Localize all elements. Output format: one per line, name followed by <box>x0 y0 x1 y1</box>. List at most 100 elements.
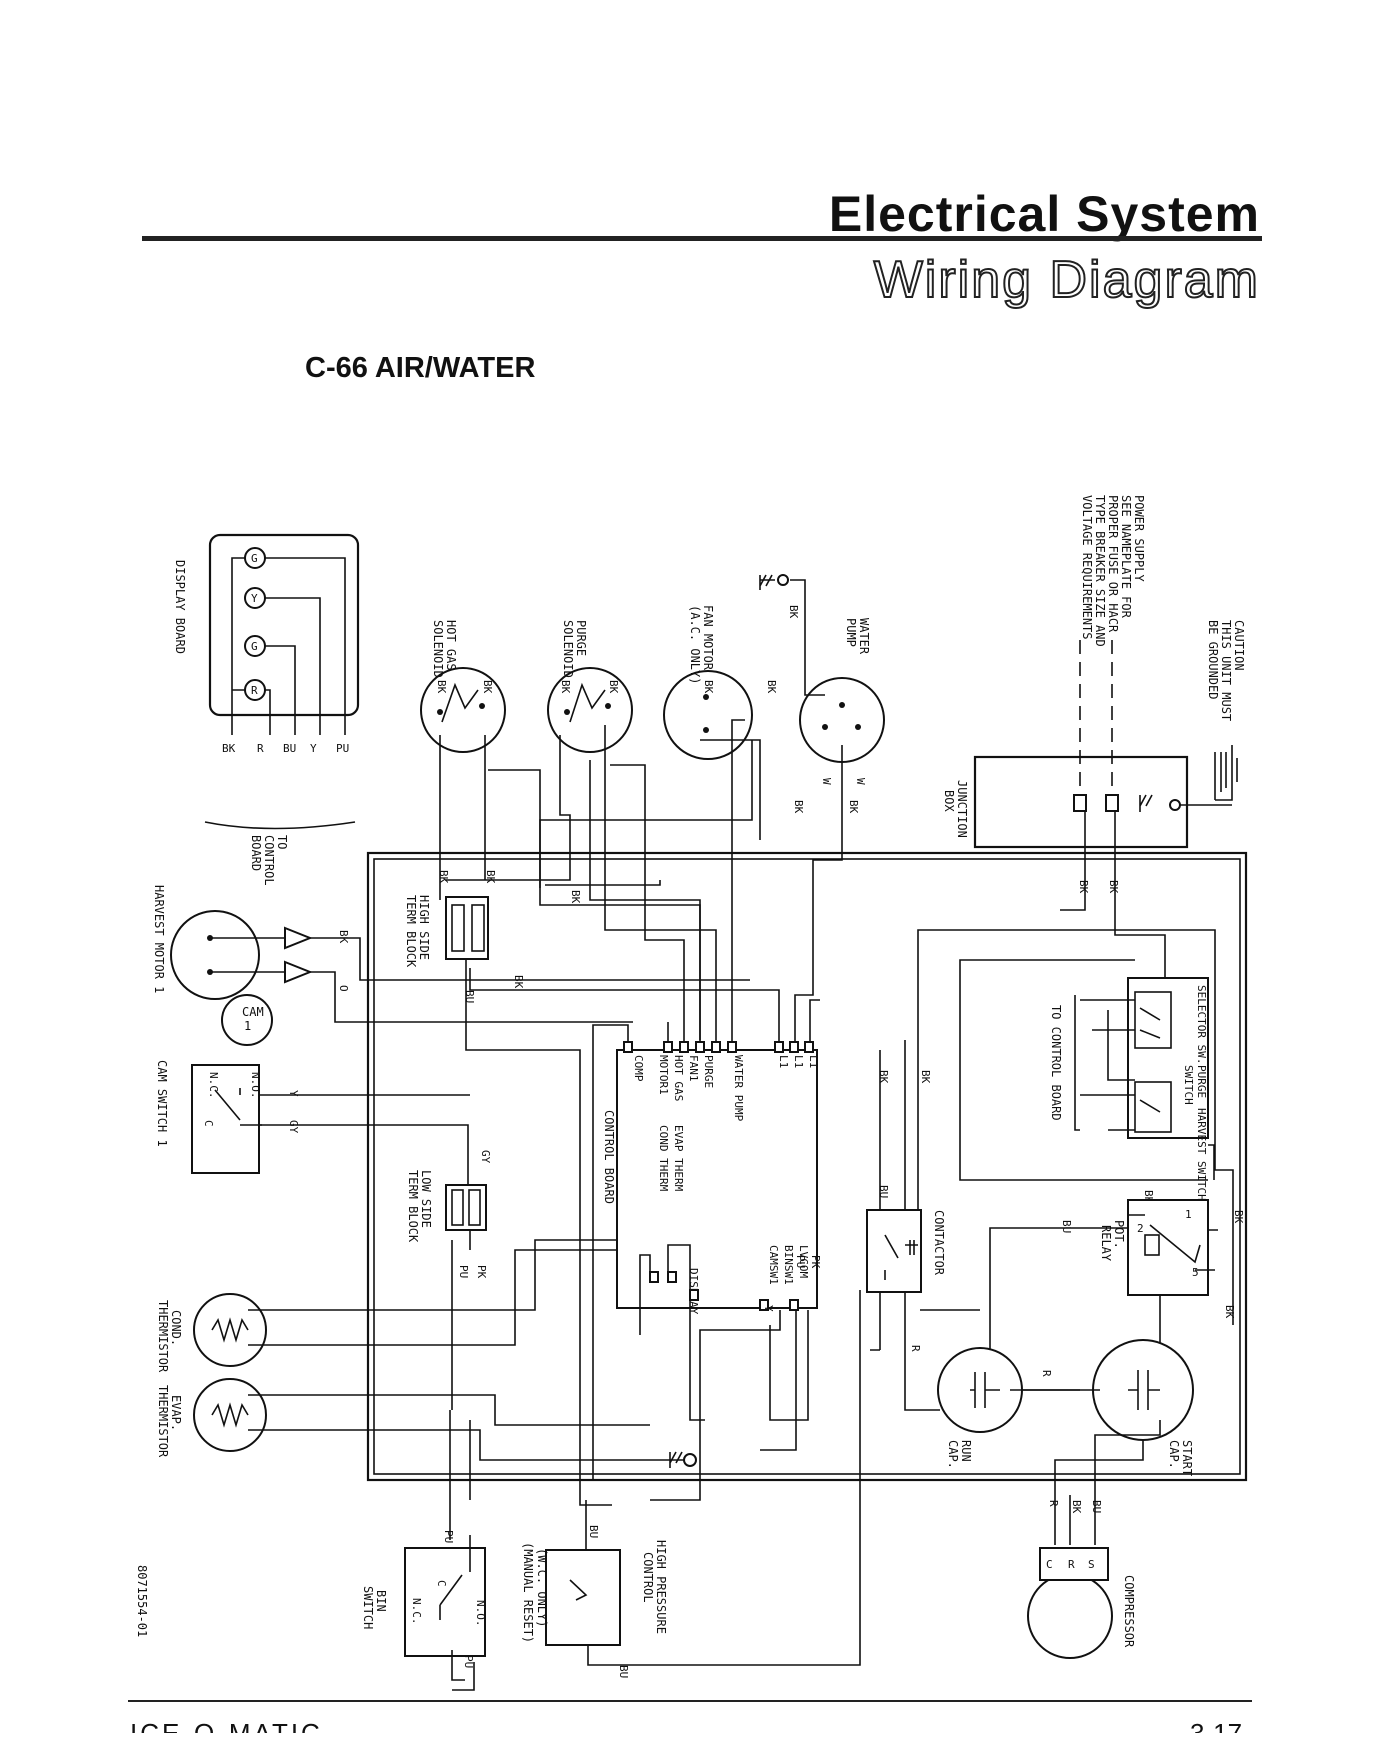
svg-text:COMP: COMP <box>632 1055 645 1082</box>
bin-switch-label: BIN <box>374 1590 388 1612</box>
svg-text:W: W <box>854 778 867 785</box>
board-terminals: COMP MOTOR1 HOT GAS FAN1 PURGE WATER PUM… <box>623 1041 820 1315</box>
svg-text:BK: BK <box>512 975 525 989</box>
cam-switch-nc: N.C. <box>207 1072 220 1099</box>
to-control-board-1: TO <box>275 835 289 849</box>
svg-text:PU: PU <box>457 1265 470 1278</box>
svg-text:BU: BU <box>1060 1220 1073 1233</box>
svg-text:PU: PU <box>442 1530 455 1543</box>
selector-switch-label: SELECTOR SW. <box>1195 985 1208 1064</box>
pot-relay <box>1127 1199 1209 1296</box>
svg-text:BK: BK <box>1232 1210 1245 1224</box>
footer-rule <box>128 1700 1252 1702</box>
svg-text:BU: BU <box>877 1185 890 1198</box>
svg-text:HOT GAS: HOT GAS <box>672 1055 685 1101</box>
svg-text:THERMISTOR: THERMISTOR <box>156 1385 170 1458</box>
supply-leads <box>1079 640 1113 800</box>
compressor <box>1027 1573 1113 1659</box>
svg-text:BOX: BOX <box>942 790 956 812</box>
bin-switch-nc: N.C. <box>410 1598 423 1625</box>
display-board <box>208 533 360 717</box>
harvest-motor-connectors <box>284 926 313 984</box>
svg-text:1: 1 <box>244 1019 251 1033</box>
svg-text:BK: BK <box>847 800 860 814</box>
svg-text:BK: BK <box>1223 1305 1236 1319</box>
svg-text:MOTOR1: MOTOR1 <box>657 1055 670 1095</box>
svg-text:BE GROUNDED: BE GROUNDED <box>1206 620 1220 699</box>
svg-text:PU: PU <box>336 742 349 755</box>
misc-wiring <box>451 1230 1080 1666</box>
harvest-motor-label: HARVEST MOTOR 1 <box>152 885 166 993</box>
low-side-label: LOW SIDE <box>419 1170 433 1228</box>
svg-text:(W.C. ONLY): (W.C. ONLY) <box>535 1548 549 1627</box>
svg-text:BU: BU <box>617 1665 630 1678</box>
svg-text:G: G <box>251 640 258 653</box>
svg-text:THERMISTOR: THERMISTOR <box>156 1300 170 1373</box>
svg-text:CAP.: CAP. <box>946 1440 960 1469</box>
svg-text:TERM BLOCK: TERM BLOCK <box>406 1170 420 1243</box>
svg-text:R: R <box>251 684 258 697</box>
run-capacitor <box>937 1347 1023 1433</box>
svg-text:BINSW1: BINSW1 <box>782 1245 795 1285</box>
svg-text:S: S <box>1088 1558 1095 1571</box>
cam <box>221 994 273 1046</box>
purge-solenoid <box>547 667 633 753</box>
selector-switch-block <box>1127 977 1209 1139</box>
svg-text:O: O <box>337 985 350 992</box>
svg-text:LVCOM: LVCOM <box>797 1245 810 1278</box>
svg-text:CAMSW1: CAMSW1 <box>767 1245 780 1285</box>
svg-text:CONTROL: CONTROL <box>262 835 276 886</box>
board-wiring <box>439 719 843 1506</box>
svg-text:SOLENOID: SOLENOID <box>561 620 575 678</box>
svg-text:SWITCH: SWITCH <box>1182 1065 1195 1105</box>
svg-text:BK: BK <box>1107 880 1120 894</box>
ground-icon-board <box>669 1451 697 1468</box>
bin-switch <box>404 1547 486 1657</box>
svg-text:RELAY: RELAY <box>1099 1225 1113 1262</box>
svg-text:TYPE BREAKER SIZE AND: TYPE BREAKER SIZE AND <box>1093 495 1107 647</box>
cond-thermistor-label: COND. <box>169 1310 183 1346</box>
svg-text:R: R <box>1047 1500 1060 1507</box>
water-pump-label: WATER <box>857 618 871 655</box>
svg-text:Y: Y <box>287 1090 300 1097</box>
start-cap-label: START <box>1180 1440 1194 1476</box>
svg-text:Y: Y <box>762 1305 775 1312</box>
svg-text:CAP.: CAP. <box>1167 1440 1181 1469</box>
caution-title: CAUTION <box>1232 620 1246 671</box>
display-leds: G Y G R <box>231 547 346 735</box>
ground-icon-top <box>759 574 789 590</box>
svg-text:BK: BK <box>792 800 805 814</box>
svg-text:COND THERM: COND THERM <box>657 1125 670 1192</box>
header-rule <box>142 236 1262 241</box>
svg-text:BU: BU <box>1090 1500 1103 1513</box>
junction-box <box>973 755 1189 849</box>
svg-text:GY: GY <box>287 1120 300 1134</box>
svg-text:BK: BK <box>337 930 350 944</box>
svg-text:CAM: CAM <box>242 1005 264 1019</box>
svg-text:BK: BK <box>607 680 620 694</box>
svg-text:(A.C. ONLY): (A.C. ONLY) <box>688 605 702 684</box>
svg-text:BOARD: BOARD <box>249 835 263 871</box>
earth-ground-icon <box>1214 745 1238 801</box>
svg-text:BK: BK <box>787 605 800 619</box>
run-cap-label: RUN <box>959 1440 973 1462</box>
svg-text:VOLTAGE REQUIREMENTS: VOLTAGE REQUIREMENTS <box>1080 495 1094 640</box>
svg-text:R: R <box>1040 1370 1053 1377</box>
bin-switch-c: C <box>435 1580 448 1587</box>
svg-text:BU: BU <box>587 1525 600 1538</box>
junction-box-label: JUNCTION <box>955 780 969 838</box>
footer-page-number: 3-17 <box>1190 1718 1243 1733</box>
svg-text:PK: PK <box>809 1255 822 1269</box>
svg-text:Y: Y <box>310 742 317 755</box>
display-board-label: DISPLAY BOARD <box>173 560 187 654</box>
pot-relay-label: POT. <box>1112 1220 1126 1249</box>
svg-text:PU: PU <box>794 1255 807 1268</box>
svg-text:2: 2 <box>1137 1222 1144 1235</box>
start-capacitor <box>1092 1339 1194 1441</box>
svg-text:WATER PUMP: WATER PUMP <box>732 1055 745 1122</box>
fan-motor <box>663 670 753 760</box>
cam-switch <box>191 1064 260 1174</box>
svg-text:GY: GY <box>479 1150 492 1164</box>
